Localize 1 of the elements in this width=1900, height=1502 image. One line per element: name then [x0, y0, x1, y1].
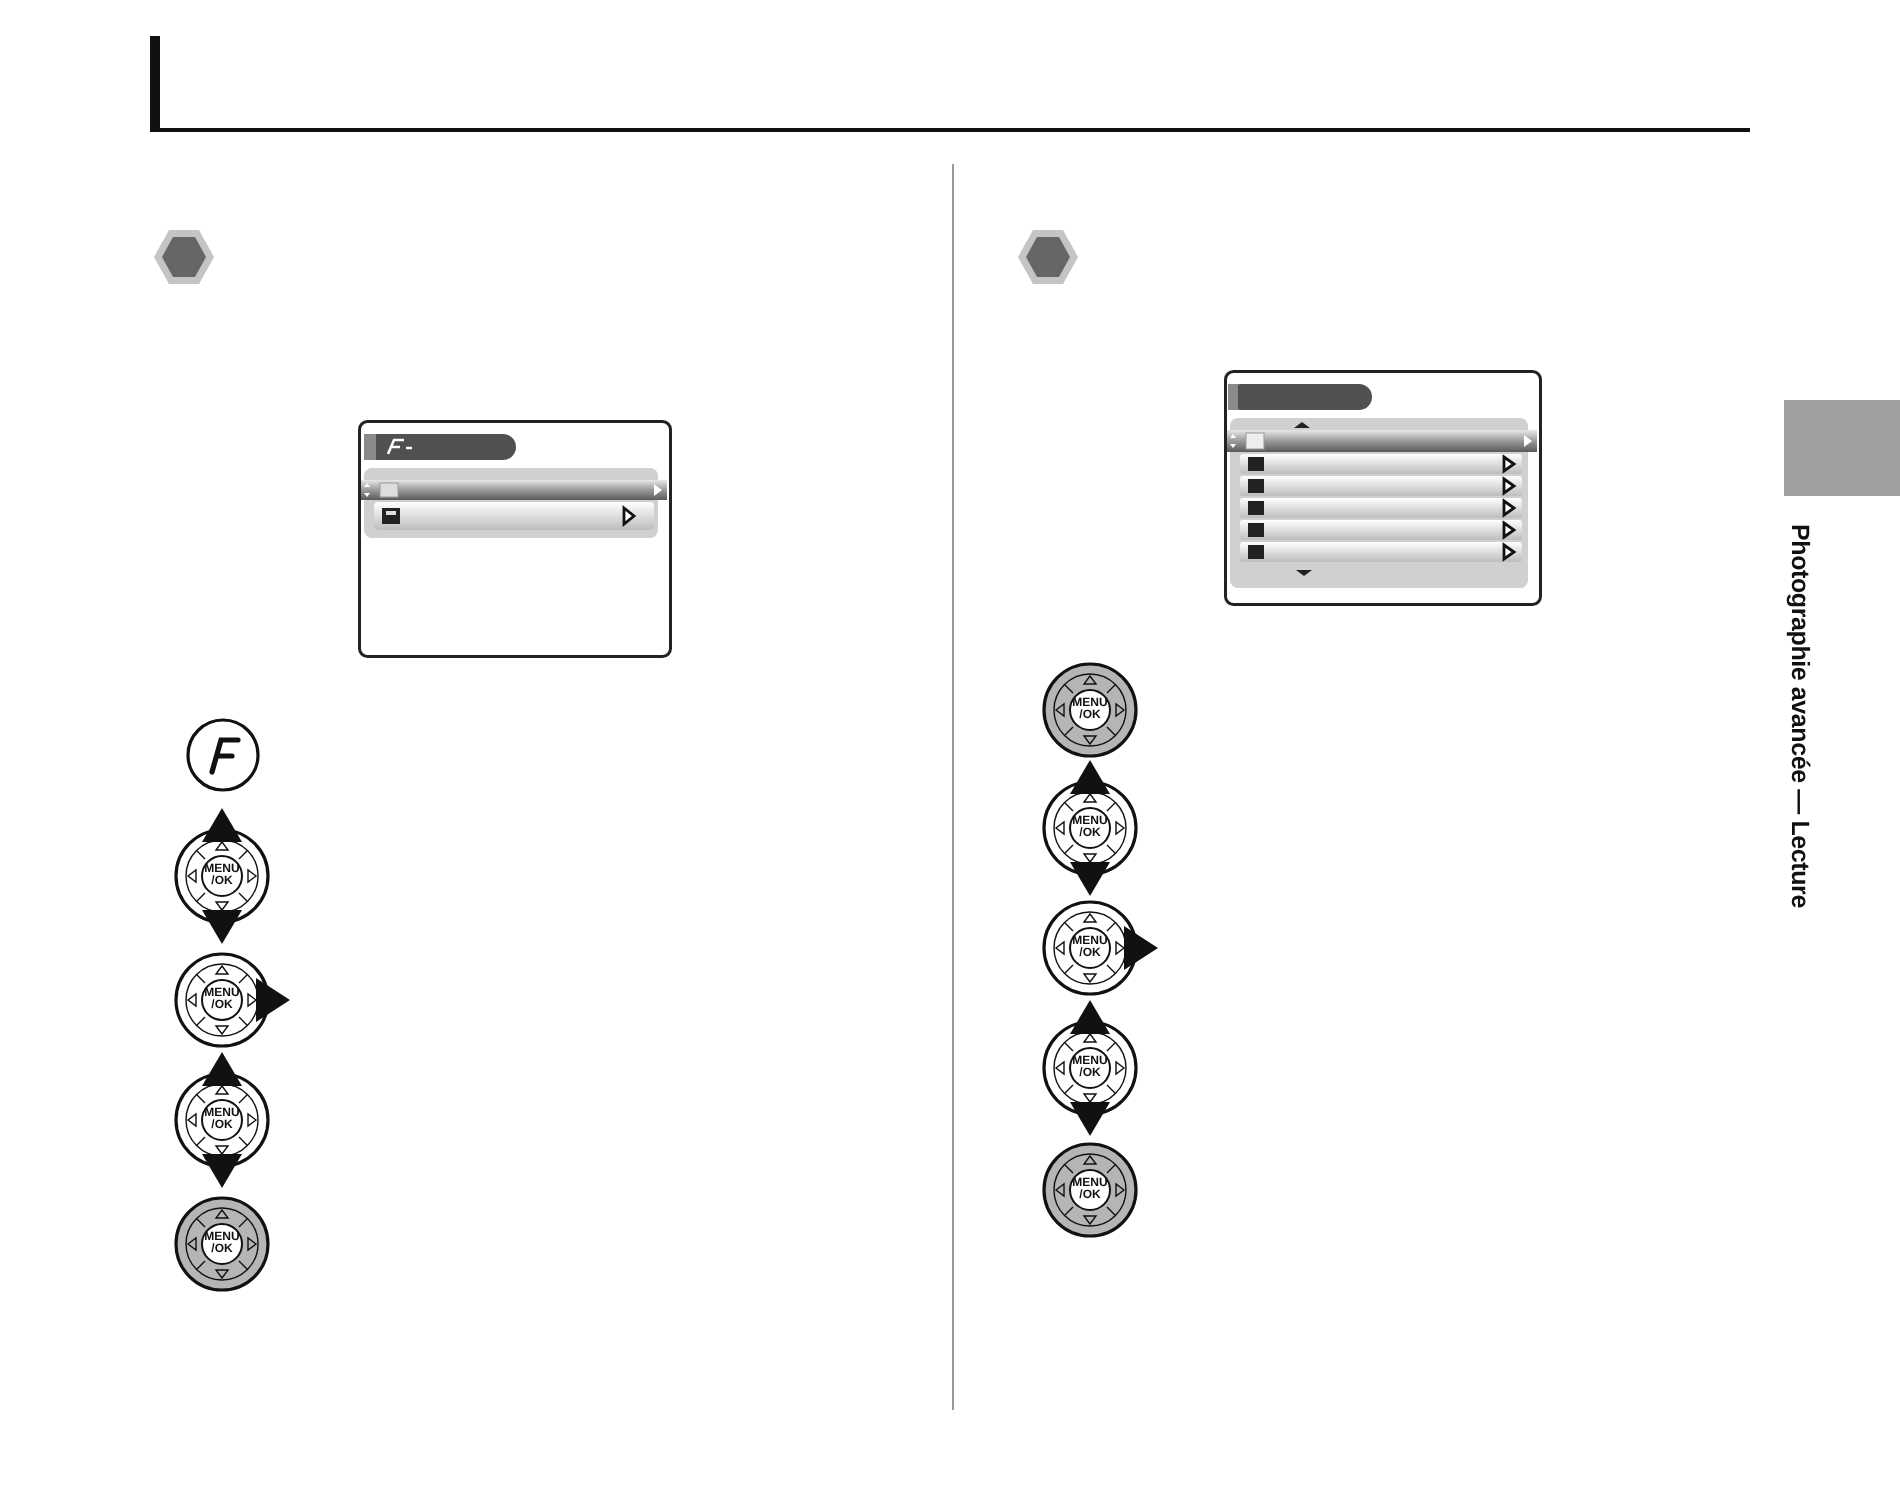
section-title: Photographie avancée — Lecture [1786, 524, 1814, 908]
